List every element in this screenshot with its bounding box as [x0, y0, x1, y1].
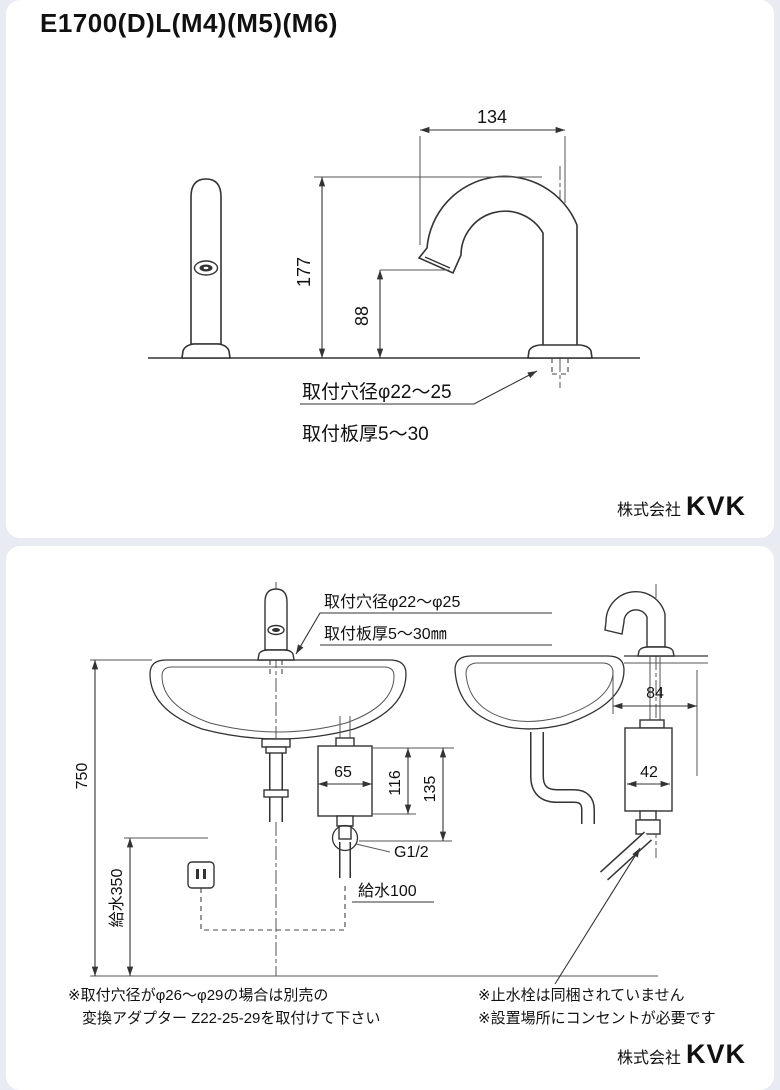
top-panel: E1700(D)L(M4)(M5)(M6): [6, 0, 774, 538]
dim-reach: 134: [419, 107, 566, 245]
hole-dia-note: 取付穴径φ22〜φ25: [324, 593, 460, 611]
dim-84: 84: [612, 670, 698, 776]
faucet-side-view: [417, 175, 593, 375]
faucet-front-view: [181, 178, 231, 359]
brand-kvk: 株式会社 KVK: [617, 1039, 746, 1070]
basin-front-view: [149, 659, 407, 740]
installation-drawing: 取付穴径φ22〜φ25 取付板厚5〜30㎜: [74, 582, 708, 985]
footnote-line: ※設置場所にコンセントが必要です: [478, 1010, 716, 1027]
supply-offset-label: 給水100: [358, 882, 417, 900]
dim-750-label: 750: [74, 763, 91, 790]
faucet-side-small: [604, 590, 675, 657]
brand-prefix: 株式会社: [616, 502, 681, 519]
dim-177-label: 177: [294, 257, 314, 287]
footnote-adapter: ※取付穴径がφ26〜φ29の場合は別売の 変換アダプター Z22-25-29を取…: [68, 984, 380, 1030]
trap-side-view: [530, 732, 595, 824]
mounting-notes: 取付穴径φ22〜25 取付板厚5〜30: [300, 370, 538, 445]
model-title: E1700(D)L(M4)(M5)(M6): [40, 8, 338, 38]
dim-supply-350: 給水350: [108, 837, 208, 976]
dim-42-label: 42: [640, 764, 658, 781]
dim-supply350-label: 給水350: [108, 869, 126, 928]
dim-135-label: 135: [422, 776, 439, 803]
controller-box-side: [624, 656, 673, 821]
dim-116-135: 116 135: [359, 747, 454, 842]
dim-750: 750: [74, 659, 152, 976]
dim-42: 42: [627, 764, 670, 788]
dim-height: 177: [294, 176, 542, 358]
kvk-logo: KVK: [685, 1039, 746, 1069]
footnote-line: ※止水栓は同梱されていません: [478, 987, 685, 1004]
dim-88-label: 88: [352, 306, 372, 326]
supply-connection: G1/2 給水100: [331, 824, 434, 903]
g-thread-circle: [331, 824, 359, 852]
dim-spout-height: 88: [352, 269, 449, 358]
brand-kvk: 株式会社 KVK: [617, 491, 746, 522]
dim-65: 65: [318, 764, 372, 788]
stop-valve: [599, 819, 661, 881]
footnote-line: ※取付穴径がφ26〜φ29の場合は別売の: [68, 987, 329, 1004]
sensor-window-icon: [193, 260, 219, 276]
plate-thickness-note: 取付板厚5〜30: [302, 423, 429, 445]
basin-side-view: [454, 655, 708, 730]
stop-valve-arrow: [554, 847, 641, 985]
bottom-panel: 取付穴径φ22〜φ25 取付板厚5〜30㎜: [6, 546, 774, 1090]
drain-pipe-front: [261, 738, 291, 822]
footnote-line: 変換アダプター Z22-25-29を取付けて下さい: [82, 1010, 381, 1027]
brand-prefix: 株式会社: [616, 1050, 681, 1067]
mounting-notes: 取付穴径φ22〜φ25 取付板厚5〜30㎜: [295, 593, 552, 655]
hole-dia-note: 取付穴径φ22〜25: [302, 381, 452, 403]
plate-thickness-note: 取付板厚5〜30㎜: [324, 625, 447, 643]
faucet-dimension-drawing: 134 177 88 取付穴径φ22〜25 取付板厚5〜30: [148, 107, 640, 445]
g-thread-label: G1/2: [394, 844, 429, 861]
dim-65-label: 65: [334, 764, 352, 781]
faucet-front-small: [257, 588, 295, 674]
wall-outlet-icon: [187, 861, 346, 931]
dim-84-label: 84: [646, 685, 664, 702]
kvk-logo: KVK: [685, 491, 746, 521]
dim-134-label: 134: [477, 107, 507, 127]
footnote-valve-outlet: ※止水栓は同梱されていません ※設置場所にコンセントが必要です: [478, 984, 716, 1030]
dim-116-label: 116: [387, 770, 404, 796]
